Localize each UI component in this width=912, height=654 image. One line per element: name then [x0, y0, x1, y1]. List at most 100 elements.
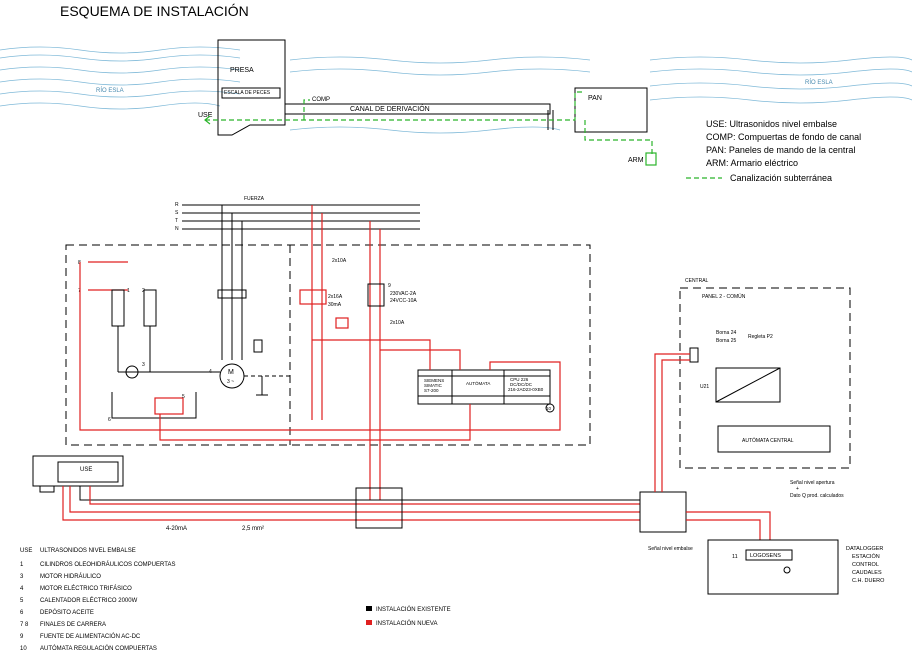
plc-cpu-1: CPU 226: [510, 377, 529, 382]
legend-use: USE: Ultrasonidos nivel embalse: [706, 119, 837, 129]
signal-2: Dato Q prod. calculados: [790, 493, 844, 499]
legend-text-5: CALENTADOR ELÉCTRICO 2000W: [40, 597, 138, 604]
new-swatch: [366, 620, 372, 625]
psu-in: 230VAC-2A: [390, 291, 417, 297]
river-label-right: RÍO ESLA: [805, 79, 833, 86]
river-water: [0, 46, 912, 134]
cylinder-2: [143, 289, 157, 327]
marker-6: 6: [108, 417, 111, 423]
u21-label: U21: [700, 384, 709, 390]
canal-label: CANAL DE DERIVACIÓN: [350, 104, 430, 113]
datalogger: LOGOSENS 11 DATALOGGER ESTACIÓN CONTROL …: [707, 539, 885, 595]
central-label: CENTRAL: [685, 278, 709, 284]
datalogger-label-5: C.H. DUERO: [852, 578, 885, 584]
legend-key-6: 6: [20, 610, 24, 616]
plc-siemens: SIEMENS: [424, 378, 444, 383]
dam-label: PRESA: [230, 67, 254, 74]
legend-bottom: USE ULTRASONIDOS NIVEL EMBALSE 1 CILINDR…: [20, 548, 175, 652]
dam-section: PRESA ESCALA DE PECES CANAL DE DERIVACIÓ…: [0, 39, 912, 166]
rcd: [299, 289, 327, 305]
legend-new: INSTALACIÓN NUEVA: [376, 620, 437, 627]
plc-cpu-2: DC/DC/DC: [510, 382, 533, 387]
legend-key-9: 9: [20, 634, 24, 640]
current-label: 4-20mA: [166, 526, 187, 532]
fuerza-label: FUERZA: [244, 196, 265, 202]
legend-conduit: Canalización subterránea: [730, 173, 832, 183]
legend-key-4: 4: [20, 586, 24, 592]
phase-n: N: [175, 226, 179, 232]
diagram-title: ESQUEMA DE INSTALACIÓN: [60, 3, 249, 19]
signal-1: Señal nivel apertura: [790, 480, 835, 486]
legend-key-3: 3: [20, 574, 24, 580]
legend-text-6: DEPÓSITO ACEITE: [40, 609, 94, 616]
legend-key-78: 7 8: [20, 622, 29, 628]
plc-automata: SIEMENS SIMATIC S7-200 AUTÓMATA CPU 226 …: [79, 262, 561, 441]
cabinet-boundary: [65, 244, 591, 446]
motor-m: M: [228, 369, 234, 376]
existing-swatch: [366, 606, 372, 611]
marker-1: 1: [127, 288, 130, 294]
motor-circuit: M 3 ~ 4: [209, 205, 290, 396]
phase-s: S: [175, 210, 179, 216]
legend-pan: PAN: Paneles de mando de la central: [706, 145, 855, 155]
breaker-2-label-b: 30mA: [328, 302, 342, 308]
terminal-block: [689, 347, 699, 363]
datalogger-label-2: ESTACIÓN: [852, 553, 880, 560]
plc-model: S7-200: [424, 388, 439, 393]
contactor: [217, 289, 247, 299]
plc-cpu-3: 216-2AD23-0XB0: [508, 387, 544, 392]
marker-10: 10: [546, 406, 552, 411]
central-plc-label: AUTÓMATA CENTRAL: [742, 437, 794, 444]
phase-r: R: [175, 202, 179, 208]
plc-simatic: SIMATIC: [424, 383, 443, 388]
central-plc: [717, 425, 831, 453]
legend-arm: ARM: Armario eléctrico: [706, 158, 798, 168]
relay: [335, 317, 349, 329]
datalogger-label-3: CONTROL: [852, 562, 879, 568]
signal-3: Señal nivel embalse: [648, 546, 693, 552]
legend-text-3: MOTOR HIDRÁULICO: [40, 573, 101, 580]
marker-5: 5: [182, 394, 185, 400]
legend-key-1: 1: [20, 562, 24, 568]
borna-25: Borna 25: [716, 338, 737, 344]
marker-3: 3: [142, 362, 145, 368]
power-supply: [367, 283, 385, 307]
panel-label: PAN: [588, 95, 602, 102]
derivation-canal: [284, 103, 551, 115]
relay-coil: [253, 339, 263, 353]
datalogger-label-1: DATALOGGER: [846, 546, 883, 552]
breaker-2-label-a: 2x16A: [328, 294, 343, 300]
legend-comp: COMP: Compuertas de fondo de canal: [706, 132, 861, 142]
marker-2: 2: [142, 288, 145, 294]
cylinder-1: [111, 289, 125, 327]
comp-label: COMP: [312, 97, 330, 103]
use-box-label: USE: [80, 467, 92, 473]
breaker-3-label: 2x10A: [390, 320, 405, 326]
legend-key-5: 5: [20, 598, 24, 604]
power-bus: R S T N FUERZA: [175, 196, 420, 232]
legend-text-10: AUTÓMATA REGULACIÓN COMPUERTAS: [40, 645, 157, 652]
legend-existing: INSTALACIÓN EXISTENTE: [376, 606, 451, 613]
motor-3: 3 ~: [227, 379, 234, 385]
conduit-main: [205, 91, 585, 121]
u21-module: [715, 367, 781, 403]
cable-section-label: 2,5 mm²: [242, 526, 264, 532]
legend-text-1: CILINDROS OLEOHIDRÁULICOS COMPUERTAS: [40, 561, 175, 568]
install-legend: INSTALACIÓN EXISTENTE INSTALACIÓN NUEVA: [366, 606, 451, 627]
panel-label: PANEL 2 - COMÚN: [702, 293, 746, 300]
psu-out: 24VCC-10A: [390, 298, 417, 304]
hydraulic-circuit: 8 7 1 2 3 6 5: [78, 260, 220, 423]
datalogger-brand: LOGOSENS: [750, 553, 781, 559]
arm-label: ARM: [628, 157, 644, 164]
regleta: Regleta P2: [748, 334, 773, 340]
use-label: USE: [198, 112, 213, 119]
datalogger-label-4: CAUDALES: [852, 570, 882, 576]
river-label-left: RÍO ESLA: [96, 87, 124, 94]
fish-ladder: [221, 87, 281, 99]
signal-plus: +: [796, 486, 799, 492]
legend-text-9: FUENTE DE ALIMENTACIÓN AC-DC: [40, 633, 141, 640]
control-panel-building: [574, 87, 648, 133]
legend-text-78: FINALES DE CARRERA: [40, 622, 106, 628]
legend-text-use: ULTRASONIDOS NIVEL EMBALSE: [40, 548, 136, 554]
